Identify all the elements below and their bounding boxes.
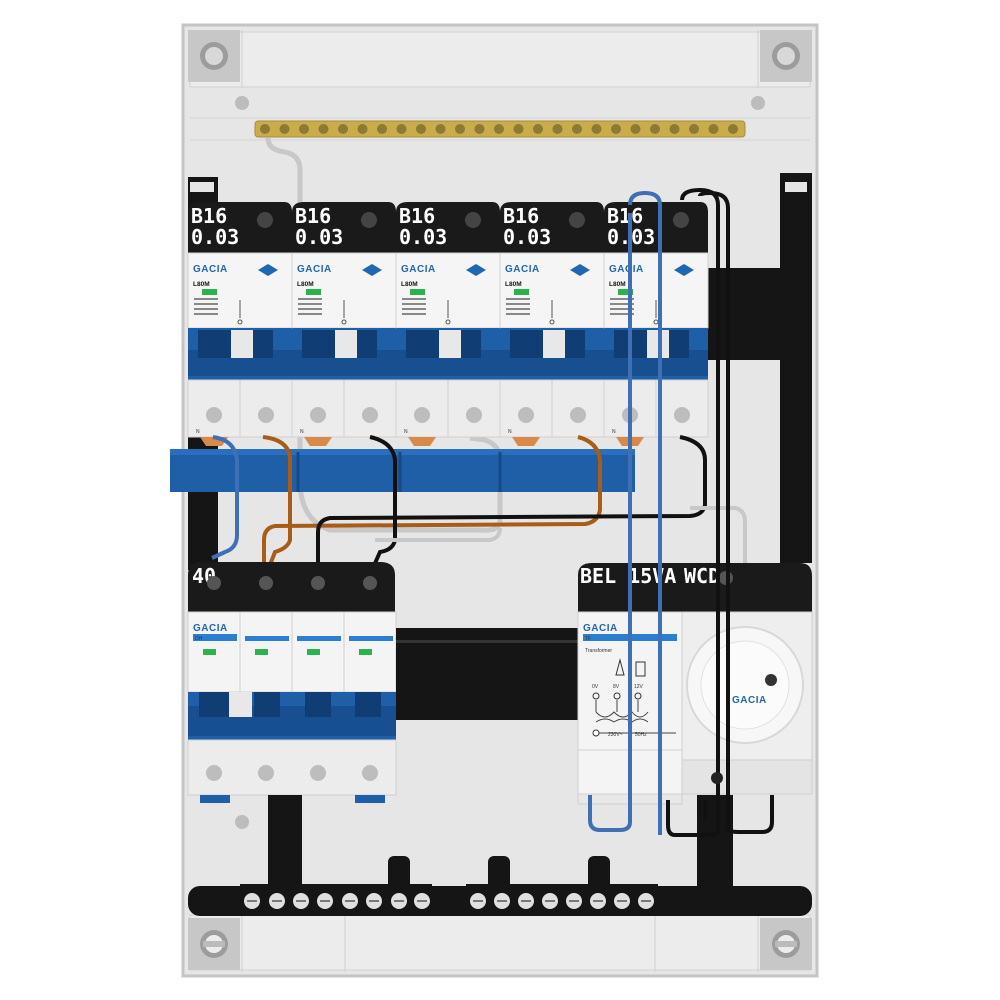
socket-module: WCD GACIA	[681, 563, 813, 795]
main-switch-module: 40 GACIA DH	[187, 561, 397, 803]
rcbo-rating: B16	[295, 204, 331, 228]
transformer-model: TF	[585, 636, 591, 642]
busbar-screw	[689, 124, 699, 134]
busbar-screw	[279, 124, 290, 134]
busbar-screw	[728, 124, 738, 134]
busbar-screw	[591, 124, 602, 134]
busbar-screw	[435, 124, 446, 134]
top-cover-strip	[189, 31, 811, 88]
rcbo-sensitivity: 0.03	[295, 225, 343, 249]
busbar-screw	[650, 124, 660, 134]
rcbo-rating: B16	[607, 204, 643, 228]
rcbo-breaker-row: B160.03GACIAL80MNB160.03GACIAL80MNB160.0…	[187, 202, 709, 446]
rcbo-neutral-mark: N	[612, 429, 616, 435]
rcbo-rating: B16	[503, 204, 539, 228]
busbar-screw	[494, 124, 504, 134]
bottom-earth-post-left	[268, 795, 302, 895]
corner-screw-top-right	[760, 30, 812, 82]
rcbo-brand: GACIA	[609, 264, 644, 275]
socket-pin-hole	[765, 674, 777, 686]
neutral-busbar	[170, 449, 635, 492]
busbar-screw	[377, 124, 387, 134]
busbar-screw	[260, 124, 270, 134]
rcbo-sensitivity: 0.03	[503, 225, 551, 249]
terminal-block-screws	[244, 893, 654, 909]
bottom-cover-strip	[189, 914, 811, 971]
transformer-brand: GACIA	[583, 623, 618, 634]
socket-label: WCD	[684, 564, 720, 588]
busbar-screw	[299, 124, 309, 134]
transformer-tap-1: 0V	[592, 684, 599, 690]
black-loop-wire-a	[666, 187, 720, 837]
rcbo-brand: GACIA	[193, 264, 228, 275]
socket-brand: GACIA	[732, 695, 767, 706]
rcbo-rating: B16	[399, 204, 435, 228]
rcbo-model: L80M	[505, 281, 522, 288]
rcbo-sensitivity: 0.03	[191, 225, 239, 249]
busbar-screw	[611, 124, 621, 134]
rcbo-rating: B16	[191, 204, 227, 228]
black-loop-wire-b	[698, 190, 774, 834]
rcbo-neutral-mark: N	[404, 429, 408, 435]
right-side-rail	[780, 173, 812, 563]
transformer-title: Transformer	[585, 648, 612, 654]
rcbo-brand: GACIA	[297, 264, 332, 275]
busbar-screw	[416, 124, 426, 134]
blue-loop-wire-a	[588, 213, 632, 832]
rcbo-model: L80M	[193, 281, 210, 288]
main-switch-brand: GACIA	[193, 623, 228, 634]
rcbo-sensitivity: 0.03	[399, 225, 447, 249]
blue-loop-wire-b	[628, 190, 662, 835]
busbar-screw	[533, 124, 543, 134]
busbar-screw	[513, 124, 524, 134]
rcbo-neutral-mark: N	[300, 429, 304, 435]
busbar-screw	[396, 124, 407, 134]
busbar-screw	[318, 124, 329, 134]
transformer-input: 230V~	[608, 732, 623, 738]
busbar-screw	[630, 124, 641, 134]
busbar-screw	[474, 124, 485, 134]
rcbo-model: L80M	[401, 281, 418, 288]
busbar-screw	[455, 124, 465, 134]
transformer-freq: 50Hz	[635, 732, 647, 738]
rcbo-brand: GACIA	[401, 264, 436, 275]
rcbo-brand: GACIA	[505, 264, 540, 275]
corner-screw-bottom-left	[188, 918, 240, 970]
corner-screw-top-left	[188, 30, 240, 82]
busbar-screw	[708, 124, 719, 134]
busbar-screw	[669, 124, 680, 134]
rcbo-model: L80M	[609, 281, 626, 288]
busbar-screw	[572, 124, 582, 134]
earth-busbar	[254, 120, 746, 138]
transformer-tap-3: 12V	[634, 684, 644, 690]
transformer-tap-2: 8V	[613, 684, 620, 690]
main-switch-model: DH	[195, 636, 203, 642]
busbar-screw	[338, 124, 348, 134]
top-din-rail	[705, 268, 812, 360]
busbar-screw	[552, 124, 563, 134]
rcbo-neutral-mark: N	[196, 429, 200, 435]
rcbo-neutral-mark: N	[508, 429, 512, 435]
corner-screw-bottom-right	[760, 918, 812, 970]
rcbo-model: L80M	[297, 281, 314, 288]
lower-din-rail	[396, 628, 579, 720]
busbar-screw	[357, 124, 368, 134]
